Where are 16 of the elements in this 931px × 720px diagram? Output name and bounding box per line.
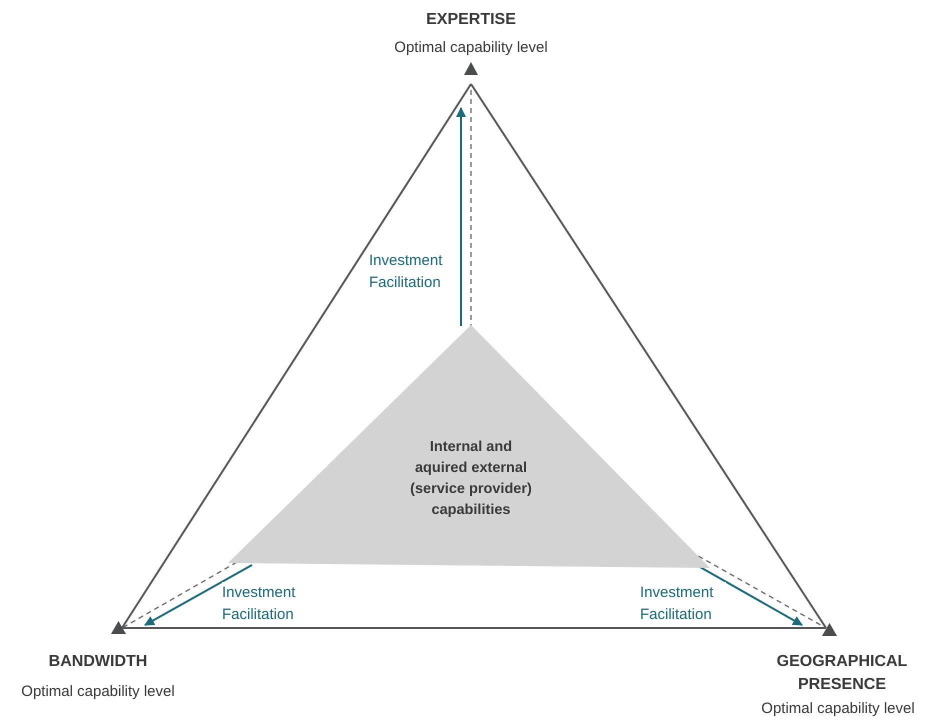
triangle-side — [470, 83, 827, 629]
capability-text: Internal and aquired external (service provider) capabilities — [409, 438, 533, 520]
vertex-marker — [464, 62, 478, 75]
triangle-side — [122, 627, 826, 629]
axis-subtitle: Optimal capability level — [20, 682, 176, 702]
axis-title: EXPERTISE — [425, 10, 517, 30]
axis-subtitle: Optimal capability level — [393, 38, 549, 58]
axis-title: BANDWIDTH — [48, 652, 148, 672]
axis-subtitle: Optimal capability level — [760, 699, 916, 719]
arrow — [144, 564, 252, 626]
arrow — [456, 107, 466, 326]
arrow — [700, 566, 803, 626]
vertex-marker — [111, 621, 126, 634]
triangle-side — [121, 83, 472, 629]
vertex-marker — [822, 623, 837, 636]
axis-title: GEOGRAPHICAL PRESENCE — [776, 652, 908, 695]
